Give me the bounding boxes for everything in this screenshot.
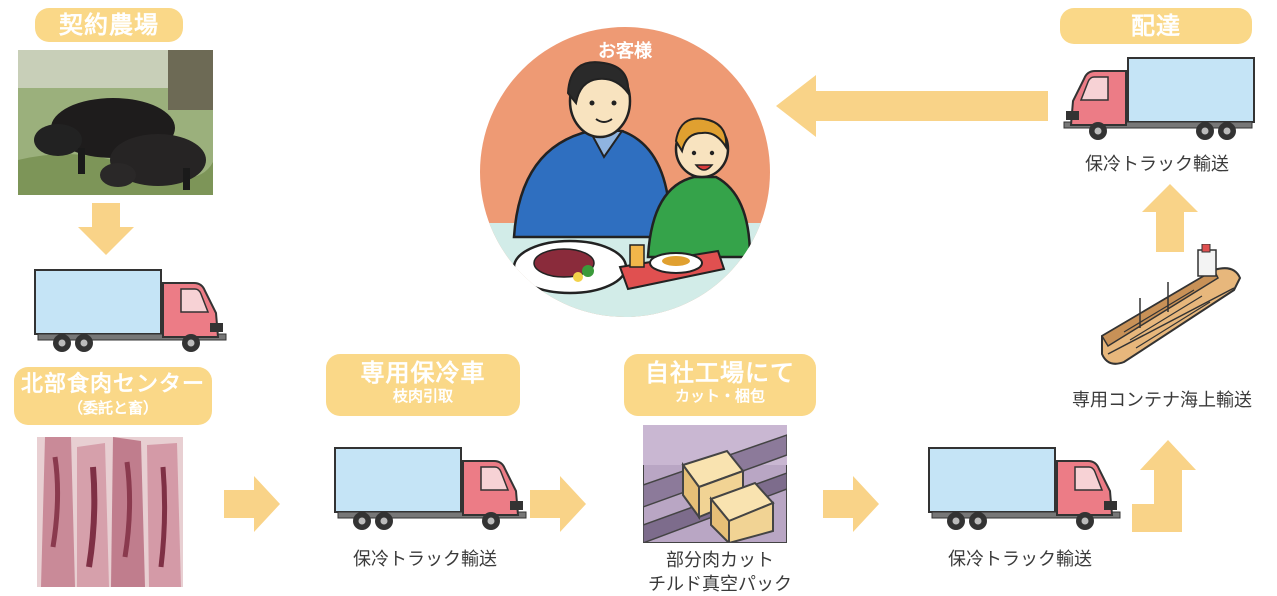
center-sublabel-text: （委託と畜） (67, 399, 158, 417)
truck-icon-farm (34, 269, 227, 353)
refrigerated-car-label-text: 専用保冷車 (360, 359, 486, 387)
customer-circle: お客様 (480, 27, 770, 317)
truck-icon-to-port (928, 447, 1121, 531)
arrow-up (1142, 184, 1198, 252)
black-pigs-photo (18, 50, 213, 195)
arrow-right-1 (224, 476, 280, 532)
farm-label-text: 契約農場 (59, 11, 159, 39)
factory-caption-line1: 部分肉カット (666, 550, 774, 571)
truck-icon-refrigerated-car (334, 447, 527, 531)
pork-carcass-photo (37, 437, 183, 587)
family-eating-illustration (480, 61, 770, 317)
truck-icon-delivery (1063, 57, 1255, 141)
refrigerated-car-label: 専用保冷車 枝肉引取 (326, 354, 520, 416)
factory-sublabel-text: カット・梱包 (674, 387, 765, 405)
factory-caption-line2: チルド真空パック (648, 574, 792, 595)
factory-label-text: 自社工場にて (645, 359, 795, 387)
farm-label: 契約農場 (35, 8, 183, 42)
arrow-left (776, 75, 1048, 137)
refrigerated-car-sublabel-text: 枝肉引取 (392, 387, 453, 405)
center-label-text: 北部食肉センター (20, 372, 205, 397)
arrow-right-2 (530, 476, 586, 532)
delivery-caption: 保冷トラック輸送 (1085, 154, 1229, 175)
delivery-label-text: 配達 (1131, 12, 1181, 40)
truck-to-port-caption: 保冷トラック輸送 (948, 549, 1092, 570)
delivery-label: 配達 (1060, 8, 1252, 44)
refrigerated-car-caption: 保冷トラック輸送 (353, 549, 497, 570)
arrow-down-farm (78, 203, 134, 255)
arrow-bent-up (1132, 440, 1196, 532)
center-label: 北部食肉センター （委託と畜） (14, 367, 212, 425)
boxes-on-conveyor-illustration (643, 425, 787, 543)
arrow-right-3 (823, 476, 879, 532)
customer-label: お客様 (598, 41, 652, 62)
ship-caption: 専用コンテナ海上輸送 (1072, 390, 1252, 411)
container-ship-icon (1100, 244, 1242, 365)
factory-label: 自社工場にて カット・梱包 (624, 354, 816, 416)
